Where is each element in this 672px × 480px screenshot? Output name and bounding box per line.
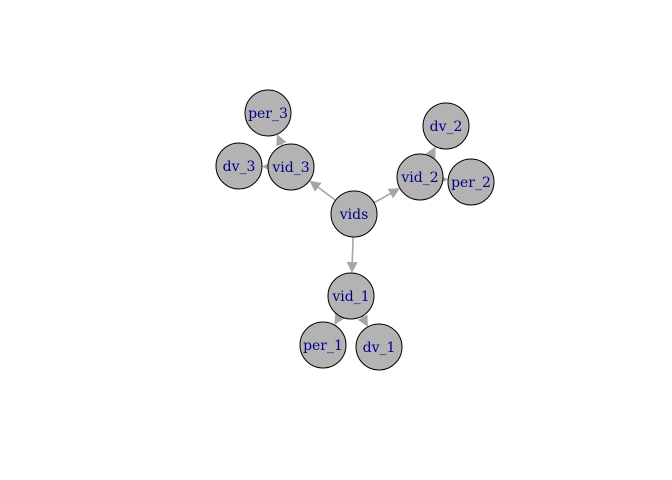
node-circle: [267, 143, 315, 191]
node-label: per_1: [303, 338, 343, 354]
node-vid_1: vid_1: [327, 272, 375, 320]
node-label: vid_3: [271, 160, 309, 176]
node-dv_2: dv_2: [422, 102, 470, 150]
node-circle: [355, 323, 403, 371]
node-circle: [215, 142, 263, 190]
node-label: per_3: [248, 106, 288, 122]
node-circle: [422, 102, 470, 150]
edge-arrowhead: [276, 134, 287, 147]
edge-arrowhead: [425, 146, 436, 159]
edge-line: [351, 236, 354, 263]
node-vid_2: vid_2: [396, 153, 444, 201]
edge-vids-vid_1: [346, 236, 358, 274]
node-label: vids: [339, 207, 369, 223]
edge-vids-vid_3: [309, 180, 337, 201]
node-circle: [327, 272, 375, 320]
node-label: dv_1: [363, 340, 396, 356]
node-circle: [244, 89, 292, 137]
node-label: dv_2: [430, 119, 463, 135]
node-label: dv_3: [223, 159, 256, 175]
node-per_1: per_1: [299, 321, 347, 369]
node-vids: vids: [330, 190, 378, 238]
node-per_3: per_3: [244, 89, 292, 137]
node-dv_1: dv_1: [355, 323, 403, 371]
node-label: vid_1: [331, 289, 369, 305]
node-circle: [299, 321, 347, 369]
edge-line: [317, 186, 337, 201]
edge-arrowhead: [387, 188, 400, 199]
edge-arrowhead: [334, 312, 345, 326]
node-dv_3: dv_3: [215, 142, 263, 190]
node-vid_3: vid_3: [267, 143, 315, 191]
edge-arrowhead: [346, 261, 358, 274]
node-circle: [447, 158, 495, 206]
edge-vids-vid_2: [373, 188, 400, 204]
node-circle: [330, 190, 378, 238]
nodes-layer: vids vid_1 vid_2 vid_3 per_1 dv_1 dv_2 per_2 per…: [215, 89, 495, 371]
edge-arrowhead: [309, 180, 322, 192]
node-label: vid_2: [400, 170, 438, 186]
edge-line: [373, 192, 391, 204]
edge-arrowhead: [357, 314, 368, 327]
node-label: per_2: [451, 175, 491, 191]
node-circle: [396, 153, 444, 201]
node-per_2: per_2: [447, 158, 495, 206]
